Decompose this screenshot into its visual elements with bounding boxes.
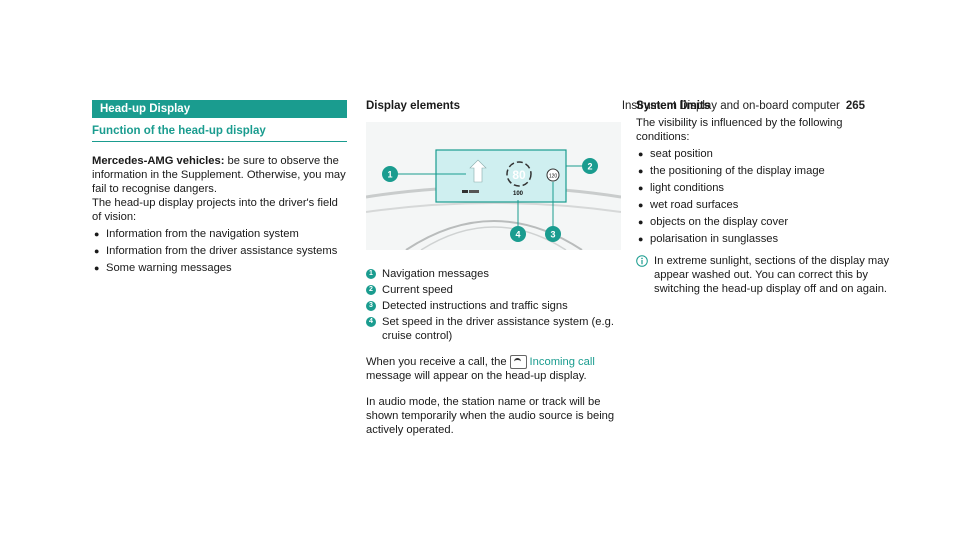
column-left: Head-up Display Function of the head-up …: [92, 100, 347, 278]
speed-limit-sign: 120: [546, 168, 560, 182]
page-number: 265: [845, 100, 865, 112]
subheading: Function of the head-up display: [92, 118, 347, 142]
bullet-icon: ●: [638, 200, 644, 210]
list-item: ●Some warning messages: [94, 262, 232, 274]
amg-lead: Mercedes-AMG vehicles:: [92, 155, 225, 167]
svg-text:1: 1: [387, 170, 392, 180]
list-item: ●objects on the display cover: [638, 216, 789, 228]
phone-icon: [509, 355, 527, 370]
bullet-icon: ●: [638, 234, 644, 244]
svg-text:4: 4: [515, 230, 520, 240]
current-speed: 80: [512, 168, 526, 182]
list-item: ●wet road surfaces: [638, 199, 739, 211]
incoming-call-label: Incoming call: [529, 356, 595, 368]
list-item: ●polarisation in sunglasses: [638, 233, 779, 245]
limits-list: ●seat position ●the positioning of the d…: [636, 147, 891, 246]
amg-paragraph: Mercedes-AMG vehicles: be sure to observ…: [92, 154, 347, 196]
list-item: ●light conditions: [638, 182, 725, 194]
bullet-icon: ●: [638, 149, 644, 159]
audio-paragraph: In audio mode, the station name or track…: [366, 396, 615, 437]
list-item: ●the positioning of the display image: [638, 165, 825, 177]
info-note: In extreme sunlight, sections of the dis…: [636, 254, 891, 296]
section-bar: Head-up Display: [92, 100, 347, 118]
hud-figure: 80 120 100 1 2 3 4: [365, 122, 622, 251]
display-elements-heading: Display elements: [366, 100, 460, 112]
list-item: ●seat position: [638, 148, 713, 160]
navigation-arrow-icon: [469, 159, 487, 183]
list-item: ●Information from the navigation system: [94, 228, 299, 240]
bullet-icon: ●: [94, 263, 100, 273]
page-header: Instrument Display and on-board computer…: [622, 100, 865, 112]
bullet-icon: ●: [638, 183, 644, 193]
info-icon: [636, 255, 648, 267]
callout-4: [510, 226, 526, 242]
list-item: ●Information from the driver assistance …: [94, 245, 338, 257]
feature-list: ●Information from the navigation system …: [92, 227, 347, 275]
limits-intro: The visibility is influenced by the foll…: [636, 117, 843, 143]
amg-text: be sure to observe the information in th…: [92, 155, 346, 195]
bullet-icon: ●: [638, 166, 644, 176]
callout-3: [545, 226, 561, 242]
set-speed: 100: [513, 191, 524, 197]
column-right: System limits The visibility is influenc…: [636, 100, 891, 296]
svg-text:2: 2: [587, 162, 592, 172]
system-limits-heading: System limits: [636, 100, 711, 112]
intro-paragraph: The head-up display projects into the dr…: [92, 197, 338, 223]
svg-text:120: 120: [549, 174, 558, 180]
bullet-icon: ●: [94, 229, 100, 239]
svg-text:3: 3: [550, 230, 555, 240]
header-title: Instrument Display and on-board computer: [621, 100, 840, 112]
callout-1: [382, 166, 398, 182]
callout-2: [582, 158, 598, 174]
bullet-icon: ●: [638, 217, 644, 227]
bullet-icon: ●: [94, 246, 100, 256]
